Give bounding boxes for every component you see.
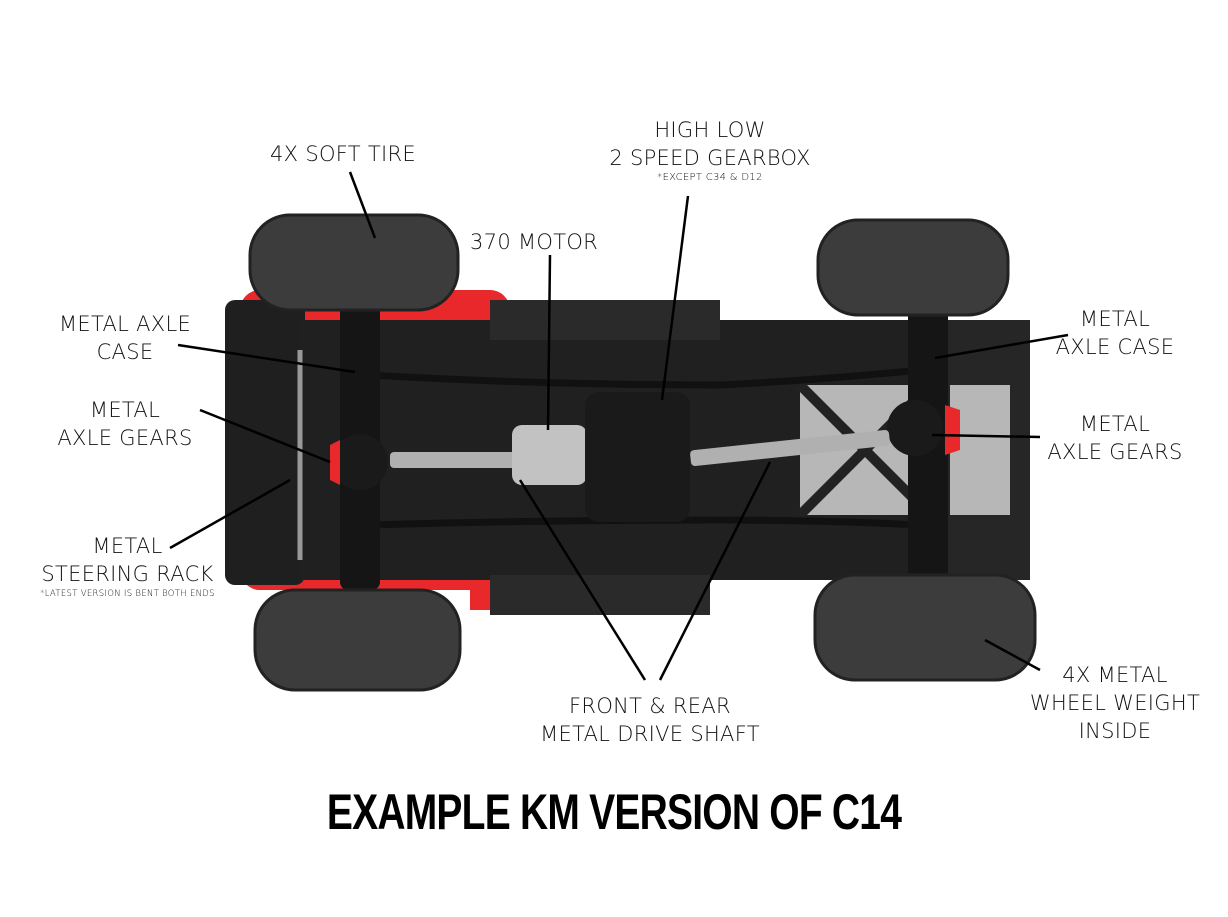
front-axle-case-line1: METAL AXLE [58,312,192,336]
drive-shafts [390,429,890,468]
drive-shaft-line1: FRONT & REAR [569,694,731,718]
label-front-axle-case: METAL AXLE CASE [40,310,210,366]
steering-line2: STEERING RACK [41,562,214,586]
gearbox-note: *EXCEPT C34 & D12 [657,172,763,183]
label-soft-tire: 4X SOFT TIRE [270,140,416,168]
front-axle-case-line2: CASE [96,340,154,364]
label-wheel-weight: 4X METAL WHEEL WEIGHT INSIDE [1020,661,1210,745]
steering-line1: METAL [92,534,163,558]
rear-axle-gears-line1: METAL [1079,412,1151,436]
label-gearbox: HIGH LOW 2 SPEED GEARBOX *EXCEPT C34 & D… [570,116,850,184]
leader-lines [169,171,1069,681]
steering-note: *LATEST VERSION IS BENT BOTH ENDS [40,589,215,599]
gearbox-line1: HIGH LOW [654,118,766,142]
label-steering-rack: METAL STEERING RACK *LATEST VERSION IS B… [20,532,235,600]
label-rear-axle-case: METAL AXLE CASE [1040,305,1190,361]
wheel-weight-line1: 4X METAL [1062,663,1168,687]
wheel-weight-line3: INSIDE [1078,719,1152,743]
soft-tire-text: 4X SOFT TIRE [270,142,416,166]
motor-and-gearbox [512,392,690,522]
drive-shaft-line2: METAL DRIVE SHAFT [540,722,760,746]
label-drive-shaft: FRONT & REAR METAL DRIVE SHAFT [530,692,770,748]
label-rear-axle-gears: METAL AXLE GEARS [1040,410,1190,466]
rear-axle-gears-line2: AXLE GEARS [1047,440,1183,464]
label-front-axle-gears: METAL AXLE GEARS [50,396,200,452]
gearbox-line2: 2 SPEED GEARBOX [609,146,811,170]
label-motor: 370 MOTOR [470,228,598,256]
suspension-links [369,366,921,529]
rear-axle-case-line2: AXLE CASE [1055,335,1175,359]
tires [248,213,1037,692]
motor-text: 370 MOTOR [470,230,599,254]
front-axle-gears-line1: METAL [89,398,161,422]
front-axle-gears-line2: AXLE GEARS [57,426,193,450]
page-title: EXAMPLE KM VERSION OF C14 [326,784,902,840]
wheel-weight-line2: WHEEL WEIGHT [1029,691,1201,715]
rear-axle [887,300,960,590]
rear-axle-case-line1: METAL [1079,307,1151,331]
